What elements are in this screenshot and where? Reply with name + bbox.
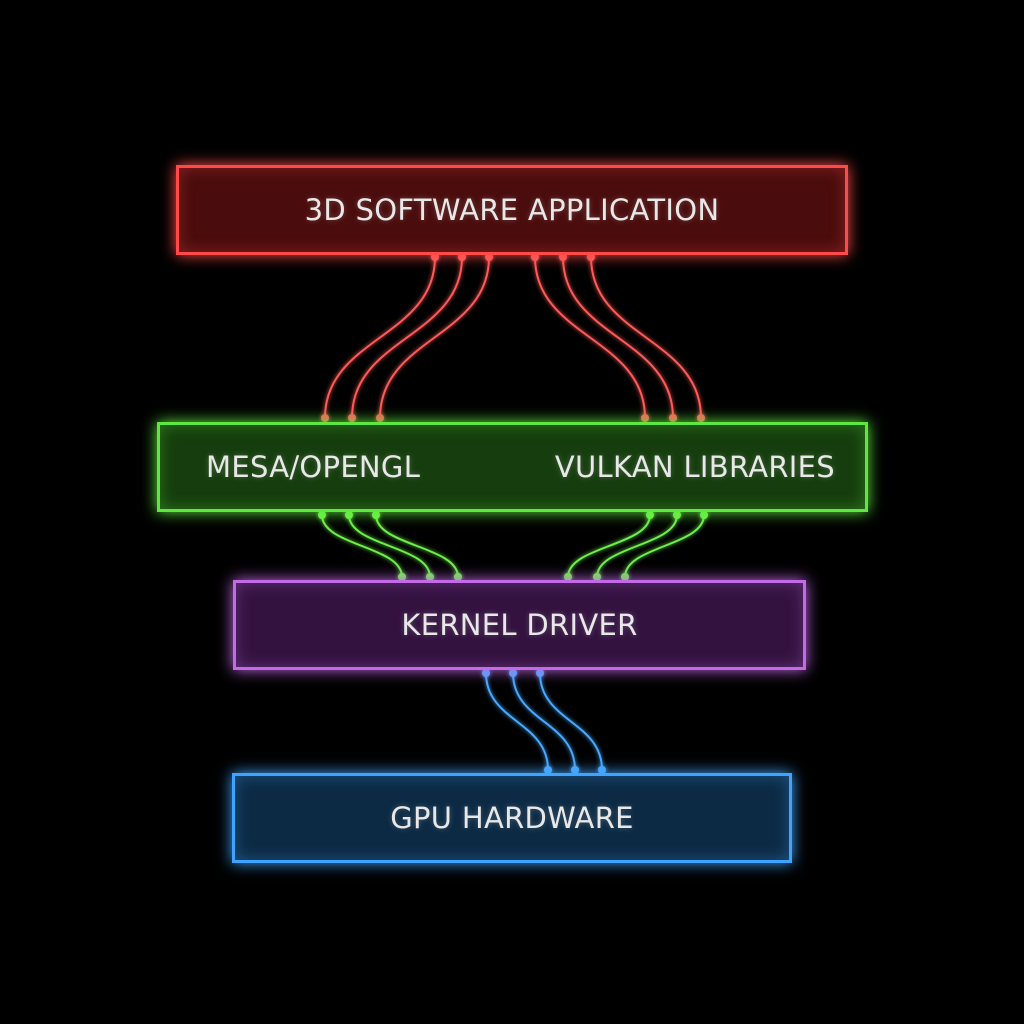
wire-start-dot	[700, 511, 708, 519]
wire-end-dot	[697, 414, 705, 422]
wire-start-dot	[536, 669, 544, 677]
layer-3d-software-application: 3D SOFTWARE APPLICATION	[176, 165, 848, 255]
wire-lib-to-kernel	[567, 514, 651, 578]
wire-end-dot	[544, 766, 552, 774]
wire-app-to-lib	[324, 256, 436, 419]
layer-label-application: 3D SOFTWARE APPLICATION	[304, 193, 720, 227]
wire-start-dot	[559, 253, 567, 261]
layer-label-vulkan-libraries: VULKAN LIBRARIES	[554, 450, 835, 484]
layer-label-kernel-driver: KERNEL DRIVER	[401, 608, 638, 642]
wire-start-dot	[372, 511, 380, 519]
wire-start-dot	[673, 511, 681, 519]
wire-lib-to-kernel	[375, 514, 459, 578]
layer-graphics-libraries: MESA/OPENGL VULKAN LIBRARIES	[157, 422, 868, 512]
wire-lib-to-kernel	[596, 514, 678, 578]
wire-start-dot	[345, 511, 353, 519]
wire-start-dot	[482, 669, 490, 677]
wire-end-dot	[641, 414, 649, 422]
wire-app-to-lib	[379, 256, 490, 419]
layer-kernel-driver: KERNEL DRIVER	[233, 580, 806, 670]
wire-end-dot	[598, 766, 606, 774]
wire-app-to-lib	[534, 256, 646, 419]
wire-app-to-lib	[351, 256, 463, 419]
wire-kernel-to-gpu	[512, 672, 576, 771]
wire-end-dot	[593, 573, 601, 581]
wire-app-to-lib	[590, 256, 702, 419]
wire-start-dot	[646, 511, 654, 519]
wire-end-dot	[571, 766, 579, 774]
wire-start-dot	[431, 253, 439, 261]
wire-start-dot	[531, 253, 539, 261]
wire-lib-to-kernel	[321, 514, 403, 578]
wire-kernel-to-gpu	[485, 672, 549, 771]
wire-start-dot	[318, 511, 326, 519]
layer-gpu-hardware: GPU HARDWARE	[232, 773, 792, 863]
wire-end-dot	[348, 414, 356, 422]
wire-start-dot	[509, 669, 517, 677]
wire-end-dot	[321, 414, 329, 422]
wire-lib-to-kernel	[624, 514, 705, 578]
wire-end-dot	[669, 414, 677, 422]
wire-end-dot	[454, 573, 462, 581]
wire-start-dot	[458, 253, 466, 261]
wire-end-dot	[621, 573, 629, 581]
wire-end-dot	[376, 414, 384, 422]
layer-label-gpu-hardware: GPU HARDWARE	[390, 801, 634, 835]
wire-end-dot	[426, 573, 434, 581]
wire-kernel-to-gpu	[539, 672, 603, 771]
wire-end-dot	[564, 573, 572, 581]
wire-lib-to-kernel	[348, 514, 431, 578]
wire-start-dot	[485, 253, 493, 261]
wire-start-dot	[587, 253, 595, 261]
layer-label-mesa-opengl: MESA/OPENGL	[206, 450, 421, 484]
wire-app-to-lib	[562, 256, 674, 419]
wire-end-dot	[398, 573, 406, 581]
